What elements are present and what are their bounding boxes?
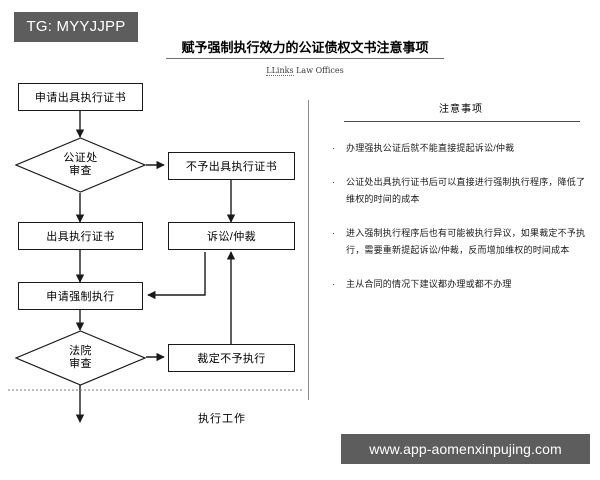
flow-node-label-line2: 审查 [69,165,92,177]
flow-node-notary-review[interactable]: 公证处 审查 [15,137,146,193]
note-text: 进入强制执行程序后也有可能被执行异议，如果裁定不予执行，需要重新提起诉讼/仲裁，… [346,228,586,255]
flow-node-apply-enforce[interactable]: 申请强制执行 [18,282,143,310]
flow-node-label-line1: 法院 [69,345,92,357]
flow-node-label: 出具执行证书 [46,231,115,243]
bullet-icon: · [332,228,336,238]
list-item: · 进入强制执行程序后也有可能被执行异议，如果裁定不予执行，需要重新提起诉讼/仲… [330,225,592,259]
telegram-watermark-badge: TG: MYYJJPP [14,12,138,42]
diamond-shape [15,137,146,193]
flow-node-refuse-cert[interactable]: 不予出具执行证书 [168,152,295,180]
notes-title: 注意事项 [439,104,483,115]
flow-node-label: 诉讼/仲裁 [206,231,257,243]
list-item: · 公证处出具执行证书后可以直接进行强制执行程序，降低了维权的时间的成本 [330,174,592,208]
flow-node-rule-no-enforce[interactable]: 裁定不予执行 [168,344,295,372]
flow-node-label: 申请强制执行 [46,291,115,303]
flowchart-connectors [8,111,303,423]
flow-node-court-review[interactable]: 法院 审查 [15,330,146,386]
notes-title-divider [344,121,580,122]
flow-node-litigation[interactable]: 诉讼/仲裁 [168,222,295,250]
bullet-icon: · [332,143,336,153]
note-text: 公证处出具执行证书后可以直接进行强制执行程序，降低了维权的时间的成本 [346,177,586,204]
site-watermark-badge: www.app-aomenxinpujing.com [341,434,590,464]
flow-node-issue-cert[interactable]: 出具执行证书 [18,222,143,250]
enforcement-flowchart: 申请出具执行证书 不予出具执行证书 出具执行证书 诉讼/仲裁 申请强制执行 裁定… [0,75,310,435]
diamond-shape [15,330,146,386]
flow-node-label-group: 法院 审查 [15,330,146,386]
notes-panel: 注意事项 · 办理强执公证后就不能直接提起诉讼/仲裁 · 公证处出具执行证书后可… [330,100,592,310]
panel-divider [308,100,309,400]
flow-node-label-line1: 公证处 [63,152,98,164]
list-item: · 主从合同的情况下建议都办理或都不办理 [330,276,592,293]
bullet-icon: · [332,279,336,289]
law-firm-name-suffix: Law Offices [293,66,344,75]
title-divider [166,58,444,59]
flow-node-label-group: 公证处 审查 [15,137,146,193]
flow-node-label: 申请出具执行证书 [34,92,127,104]
note-text: 主从合同的情况下建议都办理或都不办理 [346,279,512,289]
flow-node-label: 裁定不予执行 [197,353,266,365]
flow-node-label: 不予出具执行证书 [185,161,278,173]
page-title: 赋予强制执行效力的公证债权文书注意事项 [181,41,429,56]
flowchart-phase-label: 执行工作 [198,413,246,425]
note-text: 办理强执公证后就不能直接提起诉讼/仲裁 [346,143,515,153]
flow-node-label-line2: 审查 [69,358,92,370]
bullet-icon: · [332,177,336,187]
flow-node-apply-cert[interactable]: 申请出具执行证书 [18,83,143,111]
law-firm-name: LLinks Law Offices [160,66,450,76]
law-firm-name-prefix: LLinks [266,66,294,76]
notes-list: · 办理强执公证后就不能直接提起诉讼/仲裁 · 公证处出具执行证书后可以直接进行… [330,140,592,293]
list-item: · 办理强执公证后就不能直接提起诉讼/仲裁 [330,140,592,157]
